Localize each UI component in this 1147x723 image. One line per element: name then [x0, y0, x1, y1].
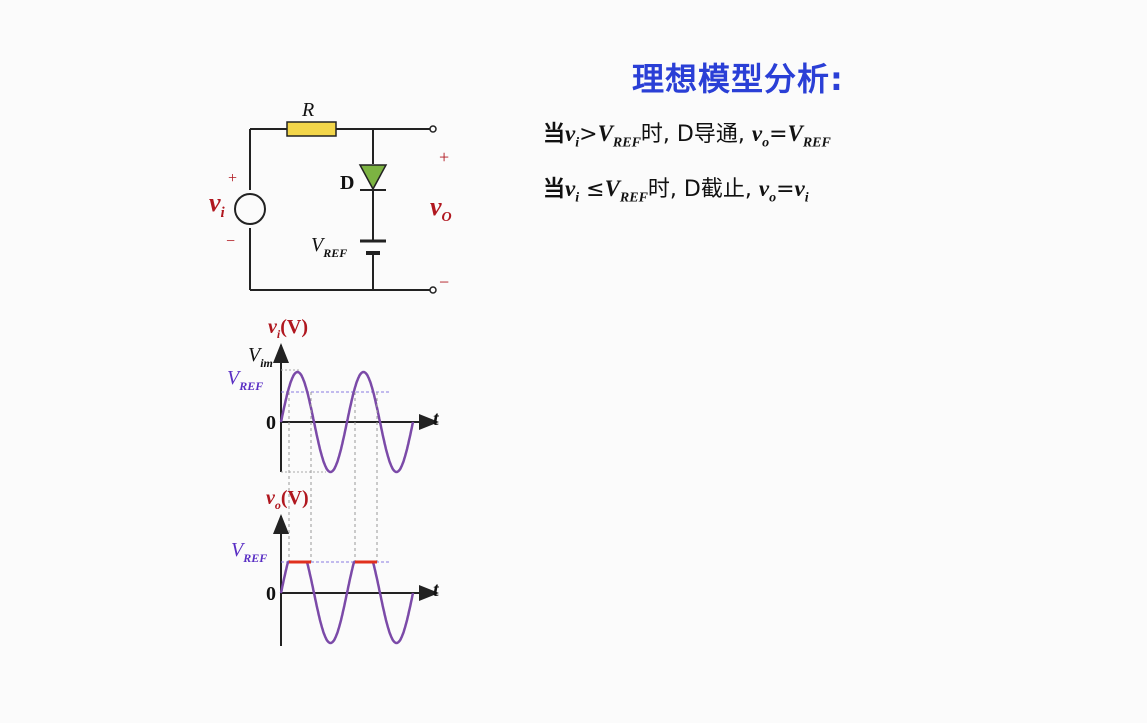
vi-zero-label: 0	[266, 412, 276, 434]
rule-operator: >	[579, 122, 598, 147]
source-plus: +	[228, 170, 237, 187]
circuit	[249, 128, 432, 291]
vi-vref-label: VREF	[227, 367, 263, 393]
output-terminal-top	[429, 125, 437, 133]
rule-vo-sub: o	[762, 135, 770, 151]
rule-state-text: 时, D导通,	[640, 122, 752, 147]
rule-vi-sub: i	[575, 190, 580, 206]
rule-conducting: 当vi>VREF时, D导通, vo=VREF	[543, 116, 831, 151]
vo-t-label: t	[433, 579, 440, 601]
rule-vo-symbol: v	[758, 176, 770, 201]
rule-cutoff: 当vi ≤VREF时, D截止, vo=vi	[543, 171, 809, 206]
rule-state-text: 时, D截止,	[647, 177, 759, 202]
source-label: vi	[209, 188, 226, 221]
output-label: vO	[430, 192, 452, 225]
rule-result-sub: i	[804, 190, 809, 206]
slide-title: 理想模型分析:	[632, 60, 844, 98]
vi-t-label: t	[433, 408, 440, 430]
rule-vref-symbol: V	[597, 121, 613, 146]
rule-equals: =	[776, 177, 795, 202]
voltage-source-symbol	[234, 193, 266, 225]
resistor-label: R	[301, 99, 314, 121]
diode-label: D	[340, 172, 354, 194]
rule-result-symbol: v	[794, 176, 805, 201]
vi-sine-wave	[279, 370, 415, 474]
output-plus: +	[439, 147, 449, 167]
rule-result-sub: REF	[802, 135, 831, 151]
vo-vref-label: VREF	[231, 539, 267, 565]
rule-vref-symbol: V	[604, 176, 620, 201]
rule-vo-symbol: v	[751, 121, 763, 146]
rule-vi-symbol: v	[565, 176, 576, 201]
vref-label: VREF	[311, 234, 347, 260]
vi-axis-label: vi(V)	[268, 316, 308, 341]
rule-vi-symbol: v	[565, 121, 576, 146]
rule-vref-sub: REF	[619, 190, 648, 206]
rule-vo-sub: o	[769, 190, 777, 206]
vi-vim-label: Vim	[248, 344, 273, 370]
vo-zero-label: 0	[266, 583, 276, 605]
rule-vref-sub: REF	[612, 135, 641, 151]
graph-vo: vo(V) VREF 0 t	[231, 487, 440, 646]
output-terminal-bottom	[429, 286, 437, 294]
rule-prefix: 当	[543, 122, 566, 147]
rule-operator: ≤	[579, 177, 605, 202]
source-minus: −	[226, 233, 235, 250]
rule-vi-sub: i	[575, 135, 580, 151]
rule-equals: =	[769, 122, 788, 147]
rule-result-symbol: V	[787, 121, 803, 146]
vo-output-wave	[279, 560, 415, 645]
resistor-symbol	[286, 121, 337, 137]
diode-symbol	[358, 164, 388, 191]
vo-axis-label: vo(V)	[266, 487, 309, 512]
rule-prefix: 当	[543, 177, 566, 202]
alignment-lines	[288, 392, 378, 562]
output-minus: −	[439, 272, 449, 292]
graph-vi: vi(V) Vim VREF 0 t	[227, 316, 440, 474]
